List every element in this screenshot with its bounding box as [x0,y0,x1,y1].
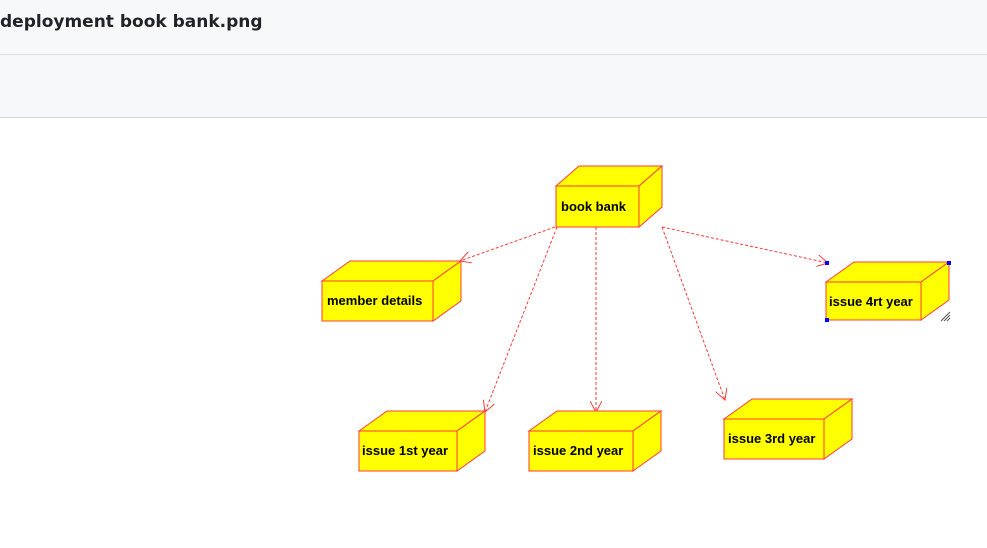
deployment-diagram: book bank member details issue 4rt year [320,164,951,472]
file-title: deployment book bank.png [0,12,263,32]
edge-bookbank-issue-3rd-year[interactable] [661,226,725,400]
node-issue-3rd-year-label: issue 3rd year [728,431,815,446]
image-toolbar [0,55,987,118]
node-member-details[interactable]: member details [320,260,463,322]
node-issue-1st-year[interactable]: issue 1st year [357,410,487,472]
selection-handle[interactable] [825,318,829,322]
node-issue-2nd-year-label: issue 2nd year [533,443,623,458]
edge-bookbank-issue-1st-year[interactable] [485,226,558,412]
node-member-details-label: member details [327,293,422,308]
node-book-bank-label: book bank [561,199,627,214]
edge-bookbank-member-details[interactable] [460,226,556,261]
resize-grip-icon[interactable] [940,311,951,322]
node-issue-1st-year-label: issue 1st year [362,443,448,458]
diagram-canvas: book bank member details issue 4rt year [0,118,987,543]
node-book-bank[interactable]: book bank [554,164,664,229]
node-issue-2nd-year[interactable]: issue 2nd year [527,410,663,472]
selection-handle[interactable] [825,261,829,265]
selection-handle[interactable] [947,261,951,265]
edge-bookbank-issue-4rt-year[interactable] [661,226,828,263]
node-issue-3rd-year[interactable]: issue 3rd year [722,398,854,460]
node-issue-4rt-year[interactable]: issue 4rt year [824,261,951,322]
node-issue-4rt-year-label: issue 4rt year [829,294,913,309]
edges [460,226,828,412]
title-bar: deployment book bank.png [0,0,987,55]
